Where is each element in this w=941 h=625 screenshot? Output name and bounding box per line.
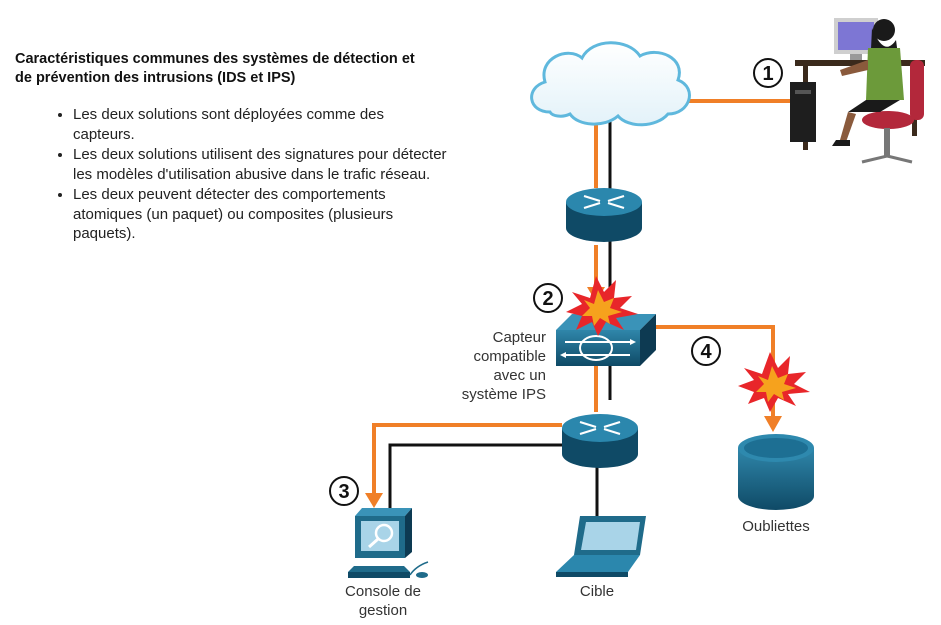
oubliettes-database-icon <box>738 434 814 510</box>
feature-list: Les deux solutions sont déployées comme … <box>55 105 448 245</box>
attacker-workstation-icon <box>790 18 925 164</box>
list-item: Les deux solutions utilisent des signatu… <box>73 145 448 184</box>
list-item: Les deux peuvent détecter des comporteme… <box>73 185 448 244</box>
step-badge-1: 1 <box>753 58 783 88</box>
svg-text:1: 1 <box>762 63 773 85</box>
svg-text:2: 2 <box>542 288 553 310</box>
svg-text:4: 4 <box>700 341 712 363</box>
page-title: Caractéristiques communes des systèmes d… <box>15 51 415 86</box>
svg-text:Console de: Console de <box>345 583 421 600</box>
svg-text:avec un: avec un <box>493 367 546 384</box>
router-icon <box>566 188 642 242</box>
svg-text:compatible: compatible <box>473 348 546 365</box>
target-laptop-icon <box>556 516 646 577</box>
console-label: Console de gestion <box>345 583 421 619</box>
svg-text:gestion: gestion <box>359 602 407 619</box>
target-label: Cible <box>580 583 614 600</box>
list-item: Les deux solutions sont déployées comme … <box>73 105 448 144</box>
sensor-label: Capteur compatible avec un système IPS <box>462 329 546 403</box>
step-badge-4: 4 <box>691 336 721 366</box>
step-badge-3: 3 <box>329 476 359 506</box>
attack-burst-icon <box>566 276 638 336</box>
router-icon <box>562 414 638 468</box>
management-console-icon <box>348 508 429 578</box>
svg-text:Capteur: Capteur <box>493 329 546 346</box>
oubliettes-label: Oubliettes <box>742 518 810 535</box>
svg-text:3: 3 <box>338 481 349 503</box>
internet-cloud-icon <box>530 41 691 127</box>
svg-text:système IPS: système IPS <box>462 386 546 403</box>
step-badge-2: 2 <box>533 283 563 313</box>
attack-burst-icon <box>738 352 810 412</box>
